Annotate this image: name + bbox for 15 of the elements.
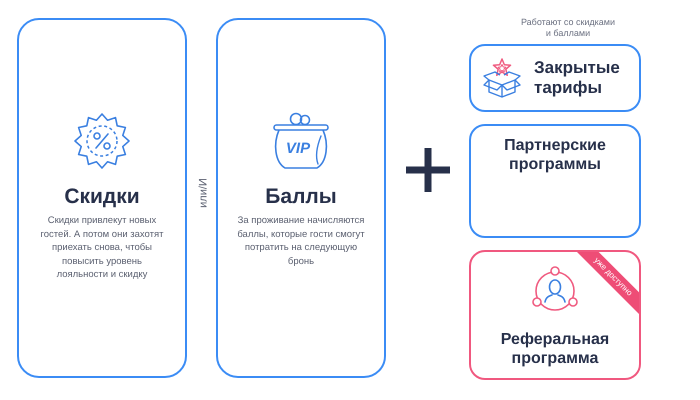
option-card [17, 18, 187, 378]
option-card [216, 18, 386, 378]
card-title: Баллы [265, 185, 337, 209]
card-description: Скидки привлекут новых гостей. А потом они захотят приехать снова, чтобы повысить уровень лояльности и скидку [40, 214, 164, 282]
card-title: Закрытые тарифы [534, 58, 621, 98]
caption-text: Работают со скидками и баллами [520, 17, 616, 39]
or-and-label: или/И [198, 178, 210, 208]
card-description: За проживание начисляются баллы, которые гости смогут потратить на следующую бронь [236, 214, 366, 268]
card-title: Скидки [64, 185, 140, 209]
option-card [469, 250, 641, 380]
card-title: Реферальная программа [500, 330, 610, 368]
option-card [469, 44, 641, 112]
option-card [469, 124, 641, 238]
card-title: Партнерские программы [503, 136, 607, 174]
vip-text: VIP [286, 141, 310, 157]
